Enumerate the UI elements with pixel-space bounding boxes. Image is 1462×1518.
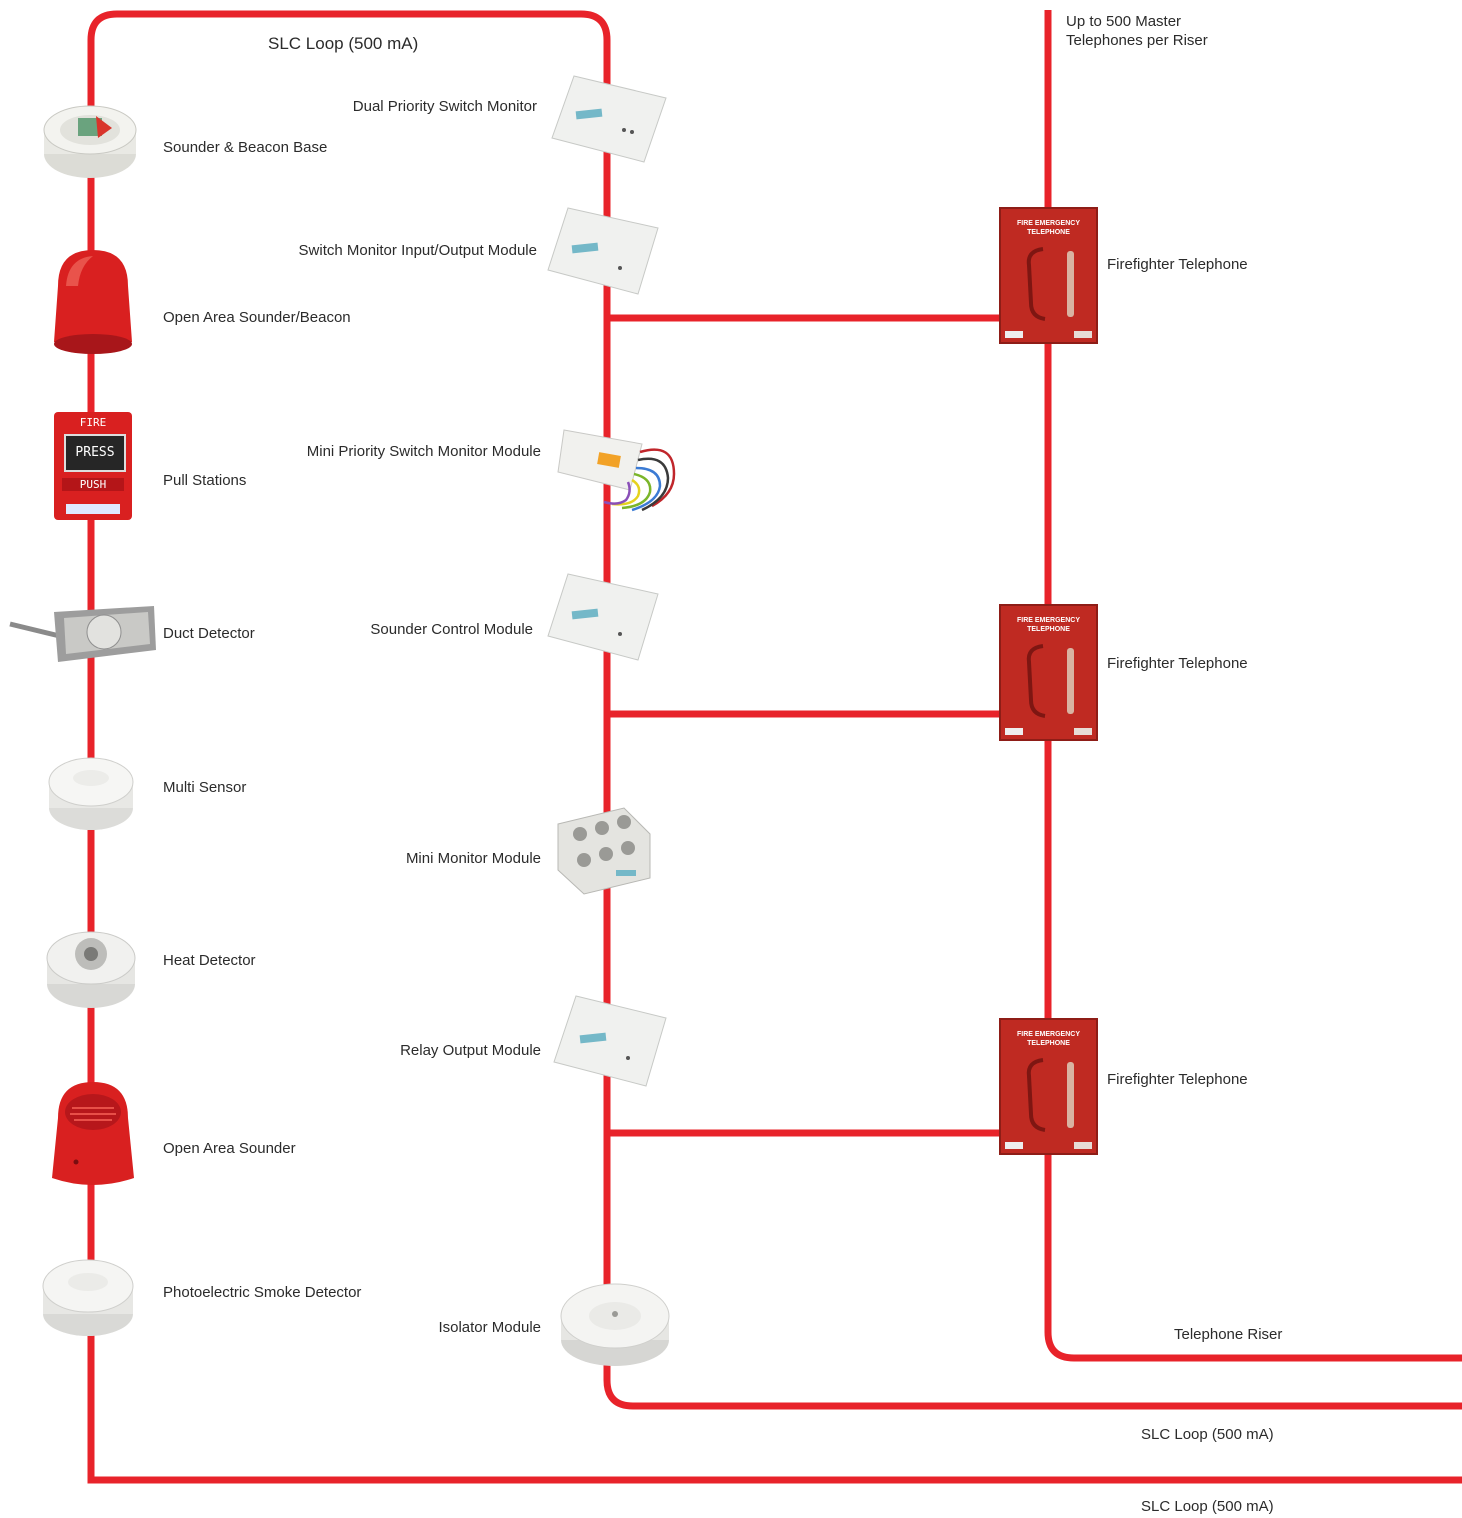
handset-icon <box>1026 1058 1074 1132</box>
phone-panel-title-3b: TELEPHONE <box>1027 1040 1070 1047</box>
phone-panel-title-1b: TELEPHONE <box>1027 229 1070 236</box>
pull-station-top-text: FIRE <box>79 416 107 429</box>
middle-device-label-3: Mini Priority Switch Monitor Module <box>306 443 541 460</box>
left-device-label-3: Pull Stations <box>163 472 247 489</box>
left-device-label-4: Duct Detector <box>163 625 255 642</box>
terminal-block-icon <box>557 807 651 895</box>
slc-loop-inner-bottom-label: SLC Loop (500 mA) <box>1141 1426 1274 1443</box>
phone-label-2: Firefighter Telephone <box>1107 655 1248 672</box>
multi-sensor-icon <box>48 757 134 830</box>
firefighter-telephone-icon-3: FIRE EMERGENCY TELEPHONE <box>999 1018 1098 1155</box>
left-device-label-2: Open Area Sounder/Beacon <box>163 309 351 326</box>
module-box-icon <box>547 573 659 661</box>
slc-loop-outer-bottom-label: SLC Loop (500 mA) <box>1141 1498 1274 1515</box>
module-box-icon <box>551 75 667 163</box>
smoke-detector-icon <box>42 1259 134 1336</box>
heat-detector-icon <box>46 931 136 1008</box>
middle-device-label-4: Sounder Control Module <box>370 621 533 638</box>
sounder-beacon-base-icon <box>43 105 137 178</box>
duct-detector-icon <box>9 606 156 662</box>
left-device-label-5: Multi Sensor <box>163 779 247 796</box>
module-box-icon <box>553 995 667 1087</box>
phone-label-3: Firefighter Telephone <box>1107 1071 1248 1088</box>
telephone-riser-wire <box>1044 10 1462 1362</box>
sounder-beacon-icon <box>54 250 132 354</box>
left-device-label-1: Sounder & Beacon Base <box>163 139 328 156</box>
middle-device-label-6: Relay Output Module <box>400 1042 541 1059</box>
riser-capacity-label-line2: Telephones per Riser <box>1066 32 1208 49</box>
middle-device-label-7: Isolator Module <box>438 1319 541 1336</box>
phone-panel-title-2a: FIRE EMERGENCY <box>1016 617 1080 624</box>
riser-capacity-label-line1: Up to 500 Master <box>1066 13 1182 30</box>
pull-station-icon: FIRE PRESS PUSH <box>54 412 132 520</box>
phone-label-1: Firefighter Telephone <box>1107 256 1248 273</box>
phone-panel-title-1a: FIRE EMERGENCY <box>1016 220 1080 227</box>
phone-panel-title-2b: TELEPHONE <box>1027 626 1070 633</box>
telephone-riser-label: Telephone Riser <box>1174 1326 1283 1343</box>
mini-module-wires-icon <box>557 429 676 512</box>
middle-device-label-1: Dual Priority Switch Monitor <box>352 98 537 115</box>
open-area-sounder-icon <box>52 1082 134 1185</box>
left-device-label-8: Photoelectric Smoke Detector <box>163 1284 362 1301</box>
left-device-label-6: Heat Detector <box>163 952 256 969</box>
handset-icon <box>1026 247 1074 321</box>
handset-icon <box>1026 644 1074 718</box>
isolator-module-icon <box>560 1283 670 1366</box>
module-box-icon <box>547 207 659 295</box>
middle-device-label-2: Switch Monitor Input/Output Module <box>298 242 537 259</box>
pull-station-press-text: PRESS <box>75 445 115 460</box>
phone-panel-title-3a: FIRE EMERGENCY <box>1016 1031 1080 1038</box>
left-device-label-7: Open Area Sounder <box>163 1140 296 1157</box>
middle-device-label-5: Mini Monitor Module <box>405 850 541 867</box>
pull-station-push-text: PUSH <box>62 478 124 491</box>
firefighter-telephone-icon-2: FIRE EMERGENCY TELEPHONE <box>999 604 1098 741</box>
outer-slc-loop-wire <box>87 10 1462 1484</box>
slc-loop-top-label: SLC Loop (500 mA) <box>268 34 419 53</box>
firefighter-telephone-icon-1: FIRE EMERGENCY TELEPHONE <box>999 207 1098 344</box>
